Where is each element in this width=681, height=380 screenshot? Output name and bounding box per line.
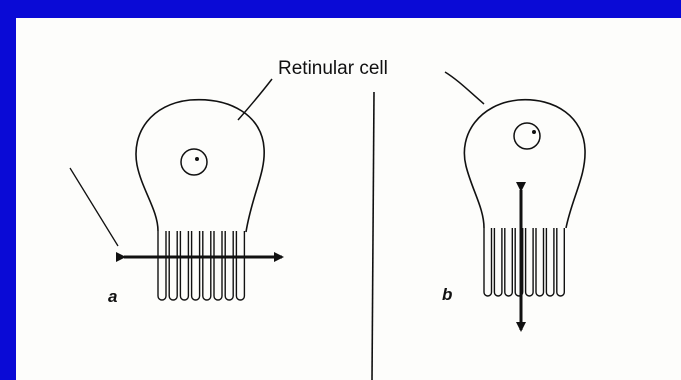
cell-a-nucleolus <box>195 157 199 161</box>
panel-a-label: a <box>108 287 117 306</box>
cell-b-microvilli <box>484 228 564 296</box>
cell-a-body <box>136 100 264 232</box>
center-divider <box>372 92 374 380</box>
retinular-cell-diagram: Retinular cell a <box>16 18 681 380</box>
microvillus-b <box>505 228 513 296</box>
microvillus-a <box>236 231 244 300</box>
panel-b-label: b <box>442 285 452 304</box>
cell-a: a <box>108 100 282 306</box>
microvillus-b <box>557 228 565 296</box>
microvillus-a <box>214 231 222 300</box>
leader-line-a <box>238 79 272 120</box>
microvillus-a <box>158 231 166 300</box>
microvillus-b <box>526 228 534 296</box>
retinular-cell-label: Retinular cell <box>278 58 388 79</box>
cell-a-nucleus <box>181 149 207 175</box>
microvillus-b <box>546 228 554 296</box>
microvillus-b <box>494 228 502 296</box>
cell-b-nucleolus <box>532 130 536 134</box>
cell-b: b <box>442 100 585 330</box>
microvillus-b <box>484 228 492 296</box>
microvillus-a <box>203 231 211 300</box>
microvillus-a <box>225 231 233 300</box>
microvillus-b <box>536 228 544 296</box>
microvillus-a <box>169 231 177 300</box>
leader-line-b <box>445 72 484 104</box>
pointer-line <box>70 168 118 246</box>
microvillus-a <box>180 231 188 300</box>
cell-a-microvilli <box>158 231 244 300</box>
microvillus-a <box>192 231 200 300</box>
cell-b-body <box>464 100 585 228</box>
figure-panel: Retinular cell a <box>16 18 681 380</box>
cell-b-nucleus <box>514 123 540 149</box>
